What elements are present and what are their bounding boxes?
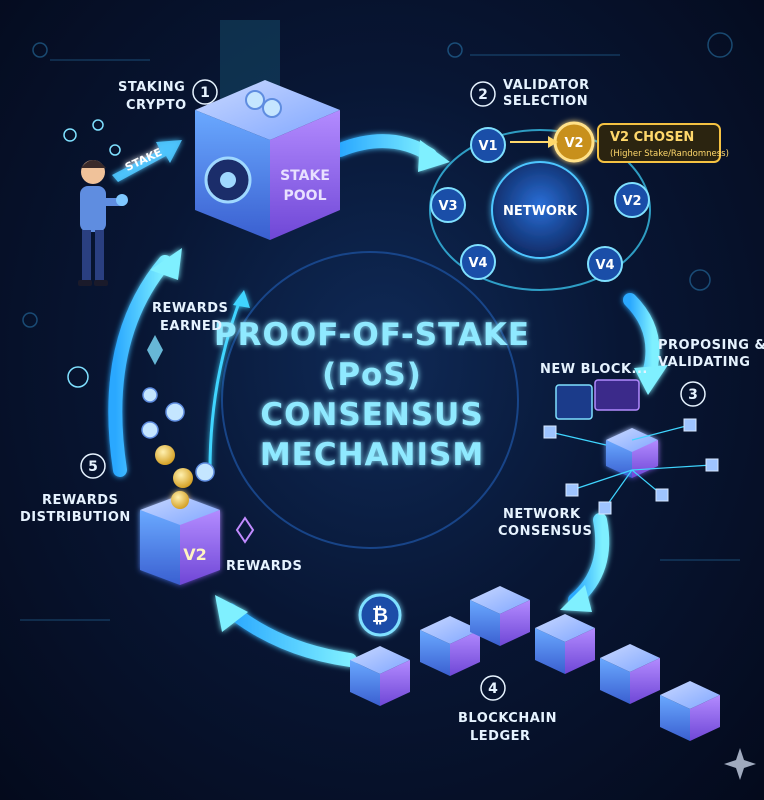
- step-2-label-2: SELECTION: [503, 94, 588, 109]
- arrow-head-6: [233, 290, 250, 308]
- step-3-proposing: PROPOSING & VALIDATING 3 NEW BLOCK...: [498, 338, 764, 539]
- network-consensus-label-1: NETWORK: [503, 507, 581, 522]
- coin-icon: [246, 91, 264, 109]
- gem-icon: [237, 518, 253, 542]
- network-consensus-label-2: CONSENSUS: [498, 524, 592, 539]
- screen-icon: [595, 380, 639, 410]
- step-3-label-1: PROPOSING &: [658, 338, 764, 353]
- arrow-ledger-to-rewards: [230, 610, 350, 660]
- reward-box-label: V2: [183, 545, 207, 564]
- coin-icon: [110, 145, 120, 155]
- step-1-number: 1: [200, 85, 210, 101]
- validator-node: V1: [471, 128, 505, 162]
- step-4-label-2: LEDGER: [470, 729, 531, 744]
- svg-text:V4: V4: [595, 258, 614, 273]
- coin-icon: [263, 99, 281, 117]
- step-5-label-1: REWARDS: [42, 493, 118, 508]
- title-line-1: PROOF-OF-STAKE: [214, 317, 530, 353]
- step-2-number: 2: [478, 87, 488, 103]
- validator-node-chosen: V2: [555, 123, 593, 161]
- arrow-selection-to-proposing: [630, 300, 653, 370]
- rewards-earned-label-2: EARNED: [160, 319, 223, 334]
- step-3-label-2: VALIDATING: [658, 355, 750, 370]
- coin-icon: [93, 120, 103, 130]
- stake-arrow-label: STAKE: [123, 146, 164, 174]
- rewards-label: REWARDS: [226, 559, 302, 574]
- coin-icon: [68, 367, 88, 387]
- svg-text:₿: ₿: [372, 603, 388, 627]
- title-line-2: (PoS): [322, 357, 422, 393]
- screen-icon: [556, 385, 592, 419]
- new-block-label: NEW BLOCK...: [540, 362, 648, 377]
- step-5-number: 5: [88, 459, 98, 475]
- step-2-validator-selection: 2 VALIDATOR SELECTION NETWORK V1 V2 V2 V…: [430, 78, 729, 290]
- step-2-label-1: VALIDATOR: [503, 78, 590, 93]
- svg-text:V1: V1: [478, 139, 497, 154]
- reward-box: V2: [140, 491, 220, 585]
- arrow-rewards-to-pool: [115, 262, 165, 470]
- sparkle-icon: [724, 748, 756, 780]
- v2-chosen-label: V2 CHOSEN: [610, 130, 694, 145]
- rewards-earned-label-1: REWARDS: [152, 301, 228, 316]
- network-label: NETWORK: [503, 204, 578, 219]
- step-4-number: 4: [488, 681, 498, 697]
- title-line-4: MECHANISM: [260, 437, 484, 473]
- ledger-block: [660, 681, 720, 741]
- svg-text:V2: V2: [622, 194, 641, 209]
- validator-node: V4: [461, 245, 495, 279]
- validator-node: V4: [588, 247, 622, 281]
- v2-chosen-note: (Higher Stake/Randomness): [610, 149, 729, 159]
- step-1-label-1: STAKING: [118, 80, 185, 95]
- step-4-ledger: ₿ 4 BLOCKCHAIN LEDGER: [350, 586, 720, 744]
- arrow-head-1: [418, 140, 450, 172]
- step-3-number: 3: [688, 387, 698, 403]
- ledger-block: [535, 614, 595, 674]
- svg-text:V3: V3: [438, 199, 457, 214]
- main-title: PROOF-OF-STAKE (PoS) CONSENSUS MECHANISM: [214, 317, 530, 473]
- stake-pool-label-2: POOL: [284, 188, 327, 204]
- ledger-block: [350, 646, 410, 706]
- ledger-block: [600, 644, 660, 704]
- falling-coins: [142, 388, 214, 488]
- stake-pool-label-1: STAKE: [280, 168, 330, 184]
- coin-icon: [64, 129, 76, 141]
- step-1-label-2: CRYPTO: [126, 98, 187, 113]
- stake-arrow: STAKE: [112, 140, 182, 182]
- arrow-pool-to-selection: [340, 141, 430, 155]
- step-4-label-1: BLOCKCHAIN: [458, 711, 557, 726]
- svg-text:V2: V2: [564, 136, 583, 151]
- step-5-label-2: DISTRIBUTION: [20, 510, 131, 525]
- title-line-3: CONSENSUS: [260, 397, 483, 433]
- stake-pool-cube: STAKE POOL: [195, 20, 340, 240]
- eth-icon: [147, 335, 163, 365]
- svg-text:V4: V4: [468, 256, 487, 271]
- validator-node: V2: [615, 183, 649, 217]
- validator-node: V3: [431, 188, 465, 222]
